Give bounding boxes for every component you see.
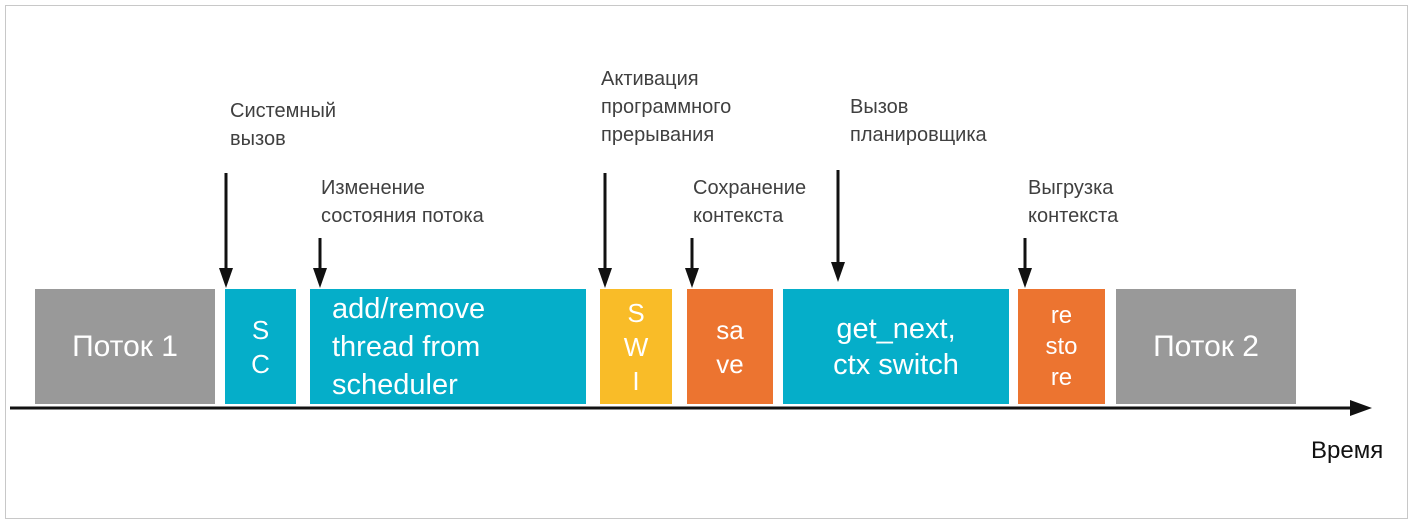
restore-block: re sto re [1018,289,1105,404]
sc-block: S C [225,289,296,404]
get-next-ctx-switch-block: get_next, ctx switch [783,289,1009,404]
save-context-annotation: Сохранение контекста [693,177,807,227]
diagram-frame [5,5,1408,519]
time-axis-arrowhead [1350,400,1372,416]
save-block: sa ve [687,289,773,404]
unload-context-annotation: Выгрузка контекста [1028,177,1119,227]
swi-activation-annotation: Активация программного прерывания [601,68,732,146]
add-remove-thread-block: add/remove thread from scheduler [310,289,586,404]
syscall-arrowhead [219,268,233,288]
save-context-arrowhead [685,268,699,288]
state-change-arrowhead [313,268,327,288]
thread-2-block: Поток 2 [1116,289,1296,404]
state-change-annotation: Изменение состояния потока [321,177,484,227]
swi-block: S W I [600,289,672,404]
thread-1-block: Поток 1 [35,289,215,404]
scheduler-call-arrowhead [831,262,845,282]
syscall-annotation: Системный вызов [230,100,337,150]
scheduler-call-annotation: Вызов планировщика [850,96,987,146]
unload-context-arrowhead [1018,268,1032,288]
time-axis-label: Время [1311,437,1384,464]
swi-activation-arrowhead [598,268,612,288]
